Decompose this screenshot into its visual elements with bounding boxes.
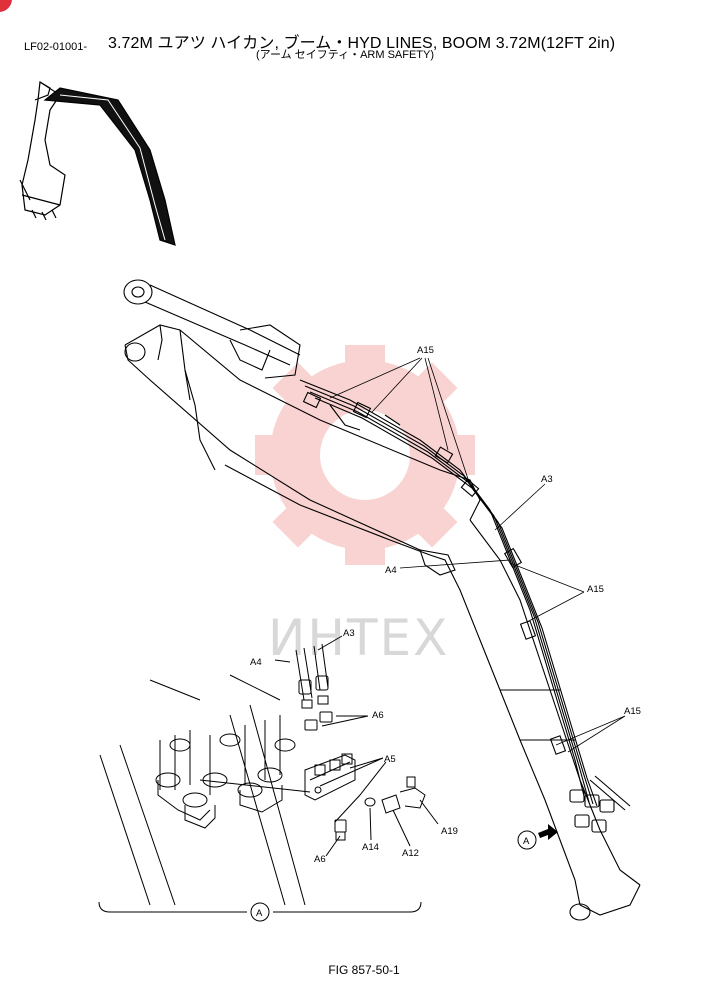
callout-a19: A19 xyxy=(441,826,458,837)
callout-a15-top: A15 xyxy=(417,345,434,356)
page-title: 3.72M ユアツ ハイカン, ブーム・HYD LINES, BOOM 3.72… xyxy=(108,35,616,52)
callout-a6-bottom: A6 xyxy=(314,854,326,865)
view-a-bracket xyxy=(98,901,422,922)
page-subtitle: (アーム セイフティ・ARM SAFETY) xyxy=(256,49,435,61)
callout-a4-detail: A4 xyxy=(250,657,262,668)
callout-a6-top: A6 xyxy=(372,710,384,721)
watermark-text: ИНТЕХ xyxy=(268,609,449,667)
callout-a3-detail: A3 xyxy=(343,628,355,639)
excavator-overview xyxy=(19,80,176,246)
figure-number: FIG 857-50-1 xyxy=(328,963,400,977)
view-a-bracket-letter: A xyxy=(256,908,263,919)
callout-a15-lower: A15 xyxy=(624,706,641,717)
view-a-marker-circle xyxy=(517,830,537,850)
callout-a14: A14 xyxy=(362,842,379,853)
view-a-marker-letter: A xyxy=(523,836,530,847)
watermark-gear-icon xyxy=(255,345,475,565)
callout-a5: A5 xyxy=(384,754,396,765)
callout-a15-mid: A15 xyxy=(587,584,604,595)
callout-a12: A12 xyxy=(402,848,419,859)
detail-view-a xyxy=(99,635,439,906)
callout-a3-upper: A3 xyxy=(541,474,553,485)
view-arrow-icon xyxy=(538,824,558,840)
line-fittings xyxy=(569,775,631,833)
callout-a4-upper: A4 xyxy=(385,565,397,576)
reference-code: LF02-01001- xyxy=(24,41,87,53)
leader-lines xyxy=(329,357,626,753)
